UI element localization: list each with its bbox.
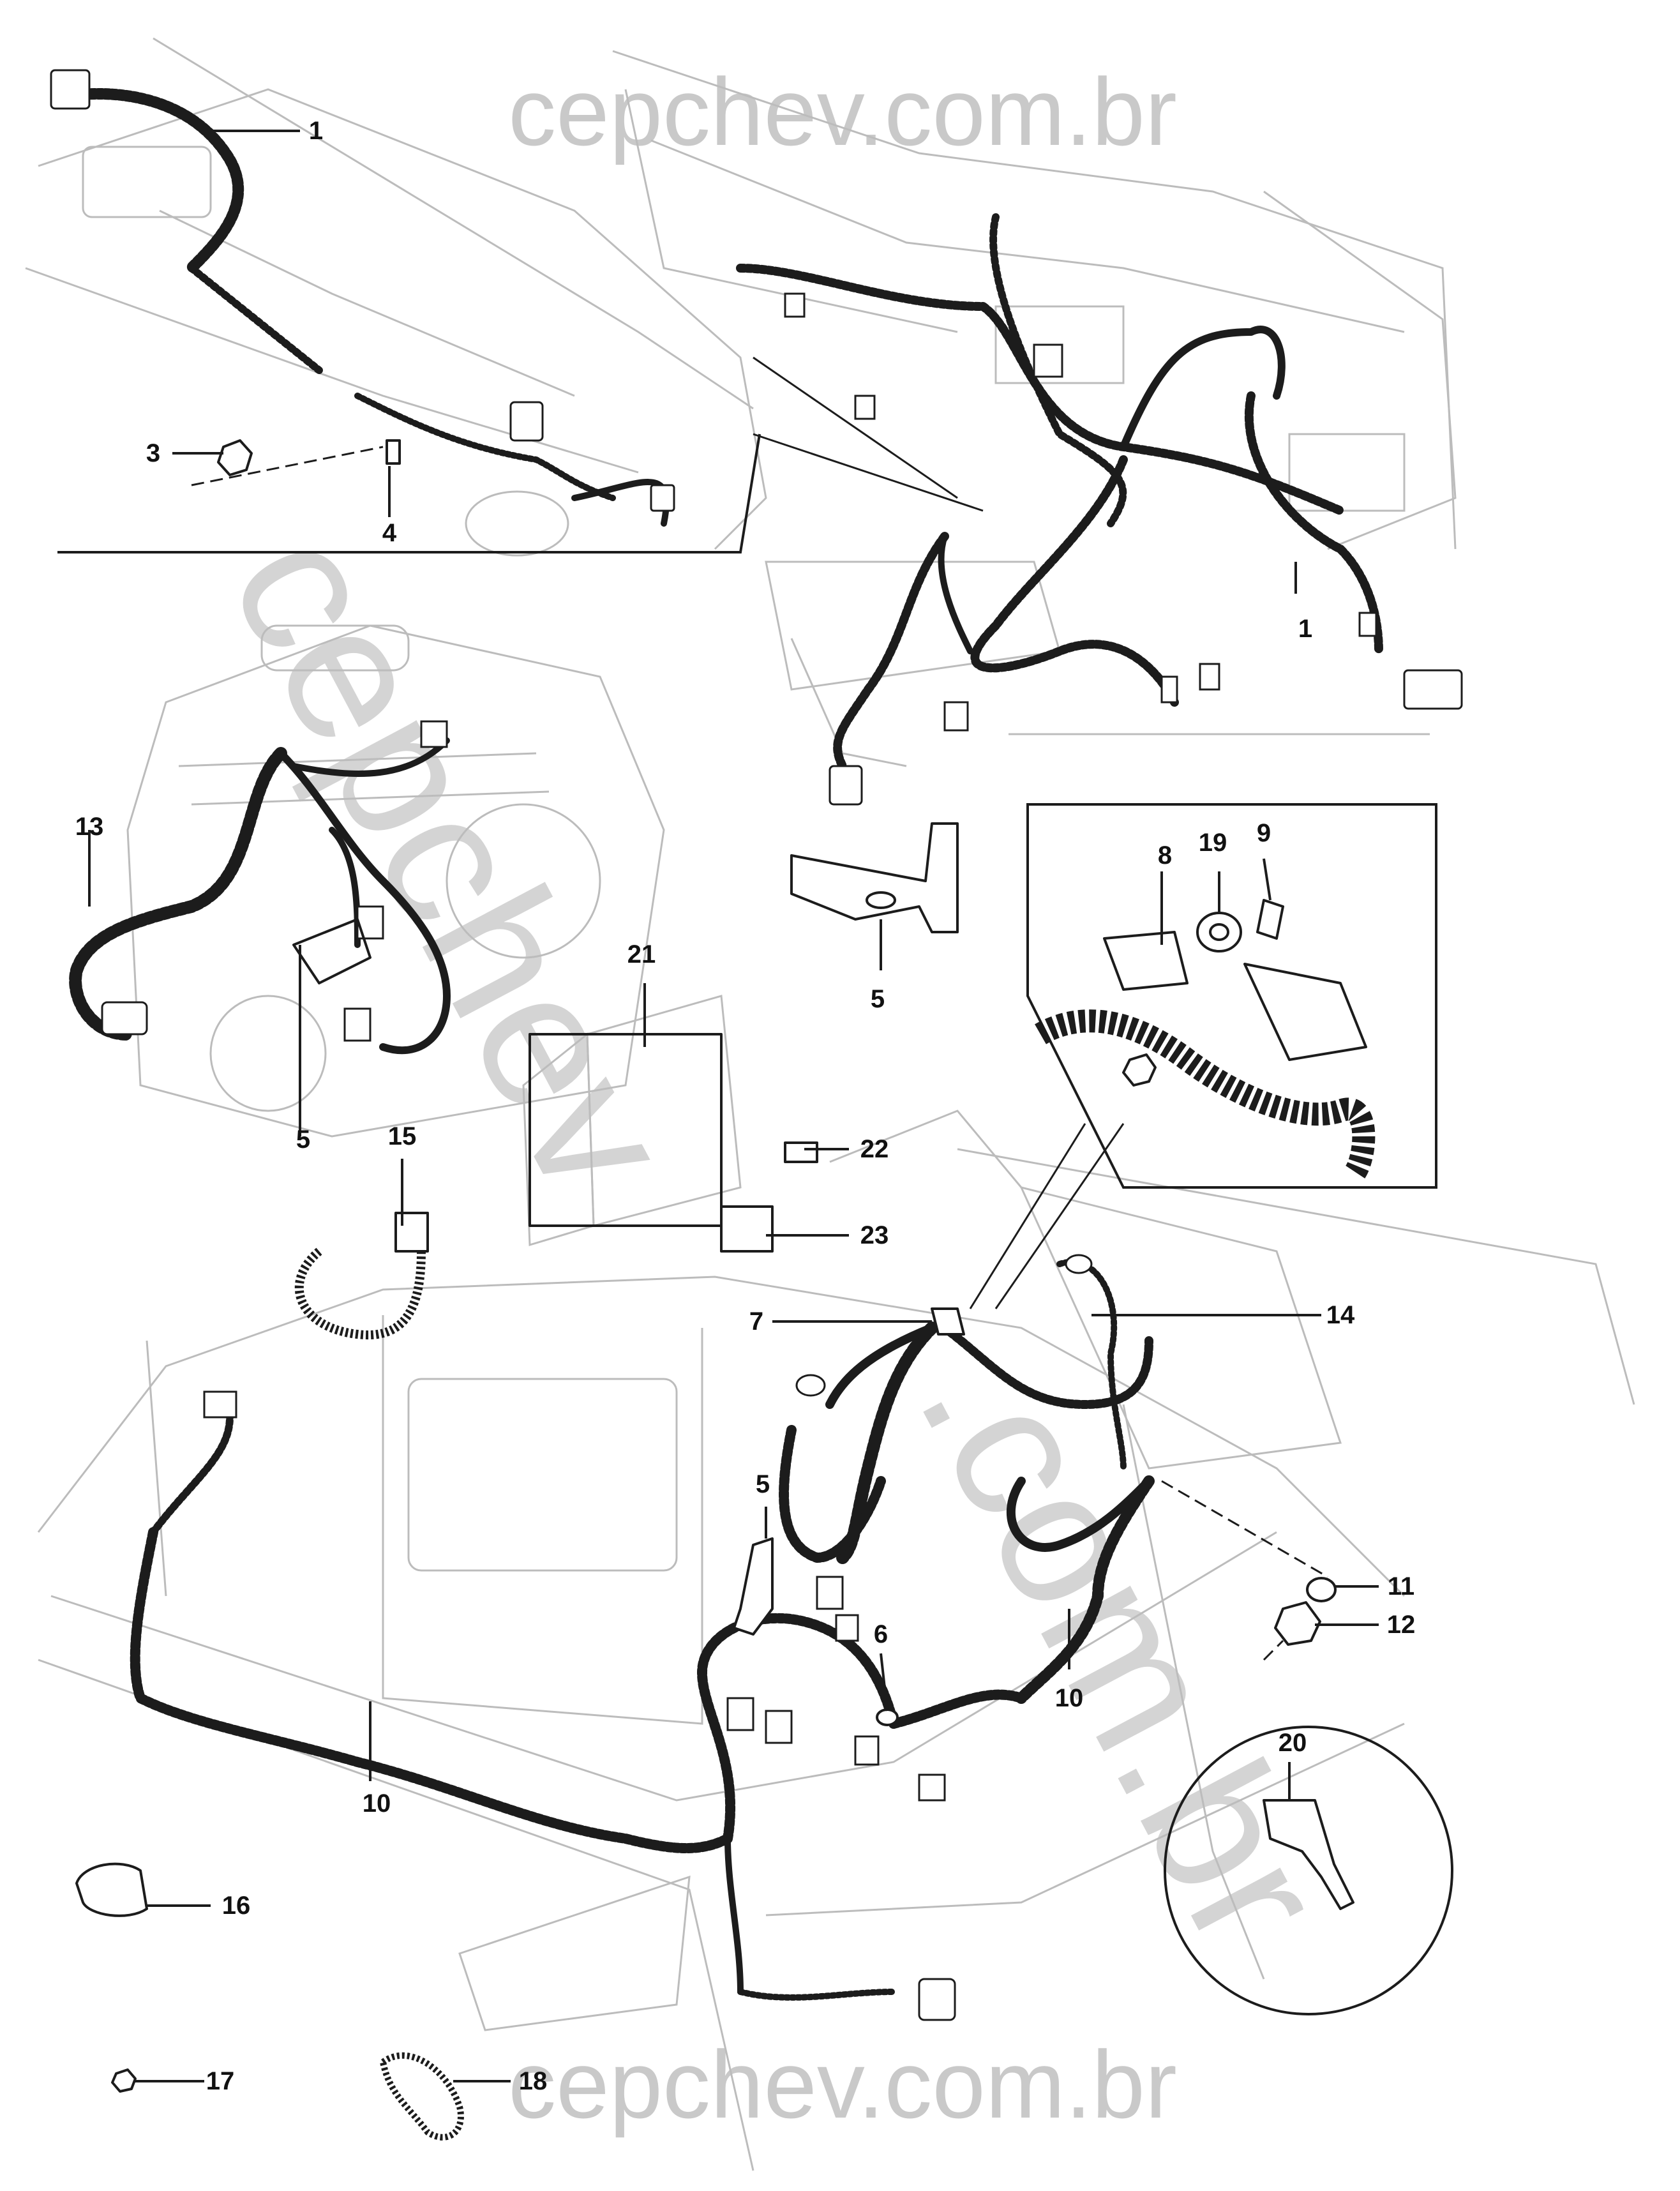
item-4-bolt [386, 439, 401, 465]
callout-5-bracket: 5 [870, 985, 885, 1013]
item-15-strap [294, 1247, 426, 1340]
item-11-washer [1306, 1577, 1337, 1602]
callout-7: 7 [749, 1307, 764, 1336]
callout-17: 17 [206, 2067, 235, 2095]
item-17-nut [111, 2068, 137, 2093]
callout-14: 14 [1326, 1301, 1355, 1329]
callout-12: 12 [1386, 1611, 1416, 1639]
zoom-circle [1164, 1726, 1453, 2015]
parts [75, 439, 1367, 2141]
callout-1-top-right: 1 [1298, 615, 1313, 643]
item-12-nut [1274, 1601, 1321, 1646]
item-7-bracket [931, 1307, 965, 1336]
item-16-clip [75, 1862, 148, 1917]
callout-11: 11 [1387, 1572, 1415, 1600]
frames [57, 356, 1453, 2015]
item-21-fuse-box [529, 1033, 723, 1227]
callout-21: 21 [627, 940, 656, 968]
item-20-bracket [1263, 1799, 1354, 1910]
detail-box [1026, 803, 1437, 1189]
item-5-bracket-lower [733, 1537, 774, 1636]
item-8-bracket [1103, 931, 1189, 991]
item-9-screw [1256, 899, 1284, 940]
callout-20: 20 [1278, 1729, 1307, 1757]
callout-9: 9 [1256, 819, 1271, 847]
callout-22: 22 [860, 1135, 889, 1163]
callout-8: 8 [1157, 841, 1173, 870]
callout-10-right: 10 [1054, 1684, 1084, 1712]
ghost-body-outlines [25, 37, 1635, 2171]
item-18-grommet [380, 2052, 464, 2141]
item-5-bracket [790, 822, 959, 933]
detail-module [1243, 963, 1367, 1061]
item-6-clamp [876, 1708, 899, 1726]
connectors [50, 69, 1463, 2021]
top-left-frame [57, 433, 761, 553]
callout-16: 16 [221, 1892, 251, 1920]
callout-5-lower: 5 [755, 1470, 770, 1498]
callout-23: 23 [860, 1221, 889, 1249]
item-22-fuse [784, 1141, 818, 1163]
callout-4: 4 [382, 519, 397, 547]
watermark-top: cepchev.com.br [508, 58, 1177, 165]
callout-15: 15 [387, 1122, 417, 1150]
detail-harness [1035, 1009, 1376, 1183]
callout-18: 18 [518, 2067, 548, 2095]
callout-13: 13 [75, 813, 104, 841]
item-3-nut [217, 439, 253, 476]
callout-3: 3 [146, 439, 161, 467]
callout-5-engine: 5 [296, 1126, 311, 1154]
callout-19: 19 [1198, 829, 1227, 857]
callout-10-left: 10 [362, 1789, 391, 1818]
item-5-bracket-engine [292, 918, 371, 984]
watermark-bottom: cepchev.com.br [508, 2031, 1177, 2138]
callout-6: 6 [873, 1620, 889, 1648]
callout-1-top-left: 1 [308, 117, 324, 145]
leader-lines [88, 130, 1379, 2082]
item-23-relay [720, 1205, 774, 1253]
